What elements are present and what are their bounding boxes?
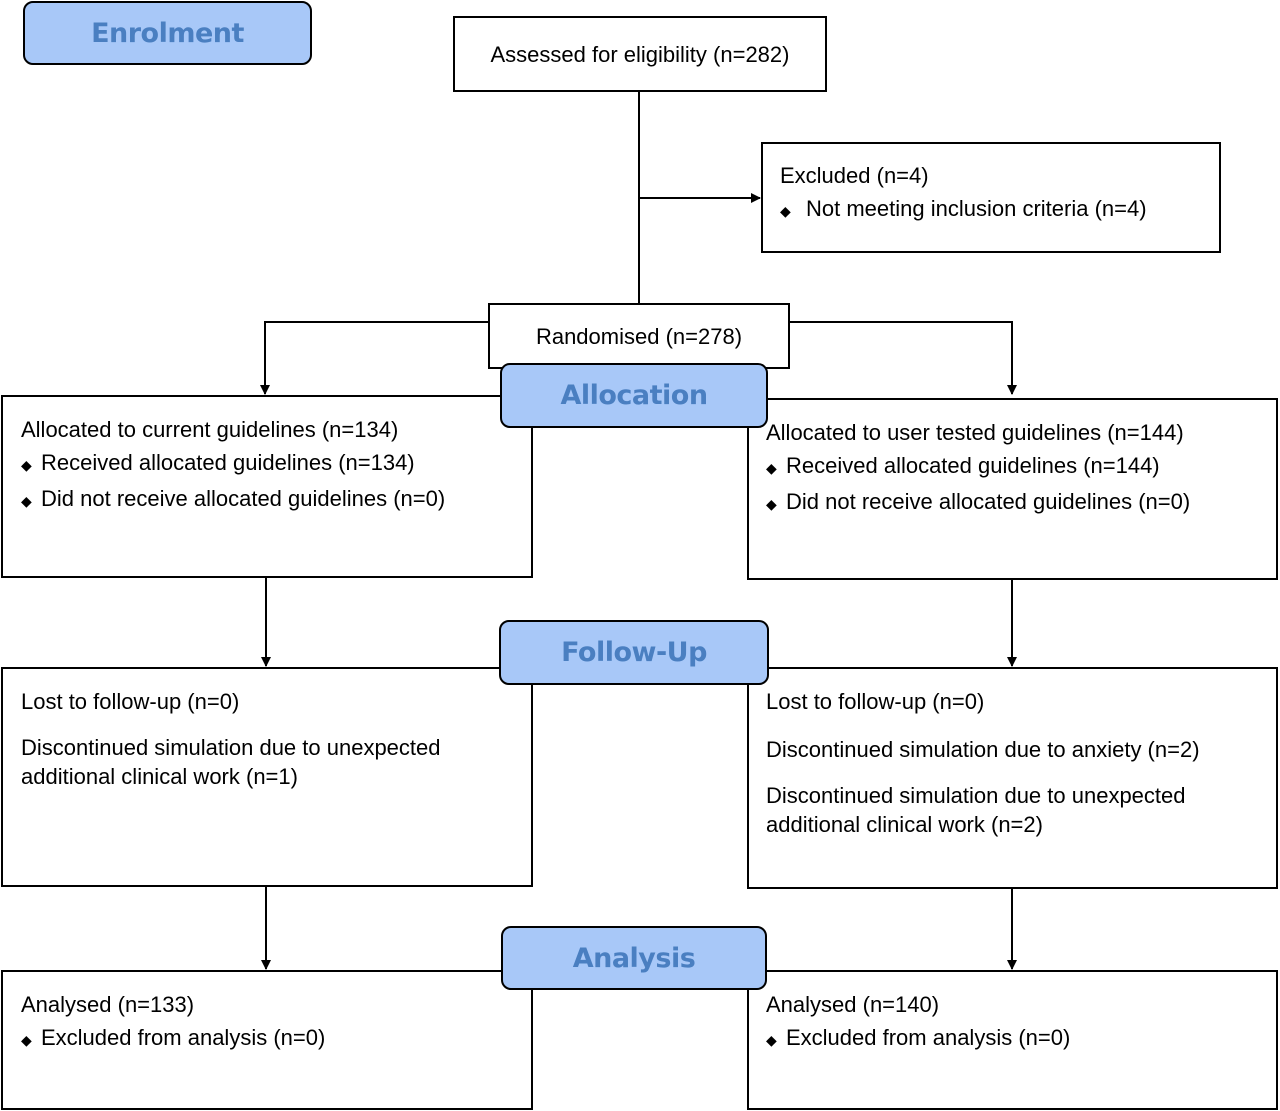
- phase-analysis: Analysis: [501, 926, 767, 990]
- right-followup-lost: Lost to follow-up (n=0): [766, 689, 985, 714]
- right-analysis-bullet-text: Excluded from analysis (n=0): [786, 1025, 1071, 1050]
- phase-enrolment-label: Enrolment: [91, 17, 244, 49]
- left-allocation-title: Allocated to current guidelines (n=134): [21, 417, 399, 442]
- right-followup-discontinued-1: Discontinued simulation due to unexpecte…: [766, 783, 1186, 808]
- left-allocation-bullet-1: ◆ Received allocated guidelines (n=134): [21, 446, 531, 482]
- excluded-title: Excluded (n=4): [780, 163, 929, 188]
- right-allocation-bullet-2: ◆ Did not receive allocated guidelines (…: [766, 485, 1276, 521]
- left-followup-box: Lost to follow-up (n=0) Discontinued sim…: [1, 667, 533, 887]
- right-allocation-bullet-text-2: Did not receive allocated guidelines (n=…: [786, 489, 1191, 514]
- phase-allocation-label: Allocation: [560, 380, 708, 411]
- left-analysis-title: Analysed (n=133): [21, 992, 195, 1017]
- left-allocation-box: Allocated to current guidelines (n=134) …: [1, 395, 533, 578]
- right-followup-anxiety: Discontinued simulation due to anxiety (…: [766, 737, 1200, 762]
- excluded-bullet-text: Not meeting inclusion criteria (n=4): [806, 196, 1147, 221]
- bullet-diamond-icon: ◆: [21, 493, 32, 509]
- right-allocation-bullet-1: ◆ Received allocated guidelines (n=144): [766, 449, 1276, 485]
- left-followup-discontinued-2: additional clinical work (n=1): [21, 764, 298, 789]
- bullet-diamond-icon: ◆: [766, 460, 777, 476]
- assessed-text: Assessed for eligibility (n=282): [490, 41, 790, 67]
- phase-followup-label: Follow-Up: [561, 637, 707, 668]
- bullet-diamond-icon: ◆: [21, 457, 32, 473]
- right-analysis-bullet: ◆ Excluded from analysis (n=0): [766, 1021, 1276, 1057]
- phase-followup: Follow-Up: [499, 620, 769, 685]
- left-allocation-bullet-text-1: Received allocated guidelines (n=134): [41, 450, 415, 475]
- right-analysis-title: Analysed (n=140): [766, 992, 940, 1017]
- left-analysis-bullet-text: Excluded from analysis (n=0): [41, 1025, 326, 1050]
- right-followup-box: Lost to follow-up (n=0) Discontinued sim…: [747, 667, 1278, 889]
- assessed-box: Assessed for eligibility (n=282): [453, 16, 827, 92]
- right-allocation-box: Allocated to user tested guidelines (n=1…: [747, 398, 1278, 580]
- bullet-diamond-icon: ◆: [21, 1032, 32, 1048]
- left-followup-lost: Lost to follow-up (n=0): [21, 689, 240, 714]
- randomised-text: Randomised (n=278): [535, 323, 743, 349]
- bullet-diamond-icon: ◆: [766, 1032, 777, 1048]
- connector-randomised-right: [789, 321, 1017, 395]
- phase-enrolment: Enrolment: [23, 1, 312, 65]
- randomised-box: Randomised (n=278): [488, 303, 790, 369]
- left-followup-discontinued-1: Discontinued simulation due to unexpecte…: [21, 735, 441, 760]
- left-allocation-bullet-2: ◆ Did not receive allocated guidelines (…: [21, 482, 531, 518]
- right-allocation-bullet-text-1: Received allocated guidelines (n=144): [786, 453, 1160, 478]
- right-analysis-box: Analysed (n=140) ◆ Excluded from analysi…: [747, 970, 1278, 1110]
- phase-analysis-label: Analysis: [572, 942, 696, 974]
- bullet-diamond-icon: ◆: [766, 496, 777, 512]
- right-followup-discontinued-2: additional clinical work (n=2): [766, 812, 1043, 837]
- left-analysis-box: Analysed (n=133) ◆ Excluded from analysi…: [1, 970, 533, 1110]
- left-allocation-bullet-text-2: Did not receive allocated guidelines (n=…: [41, 486, 446, 511]
- connector-randomised-left: [260, 321, 489, 395]
- left-analysis-bullet: ◆ Excluded from analysis (n=0): [21, 1021, 531, 1057]
- excluded-box: Excluded (n=4) ◆ Not meeting inclusion c…: [761, 142, 1221, 253]
- right-allocation-title: Allocated to user tested guidelines (n=1…: [766, 420, 1184, 445]
- phase-allocation: Allocation: [500, 363, 768, 428]
- excluded-bullet: ◆ Not meeting inclusion criteria (n=4): [780, 192, 1219, 228]
- bullet-diamond-icon: ◆: [780, 203, 791, 219]
